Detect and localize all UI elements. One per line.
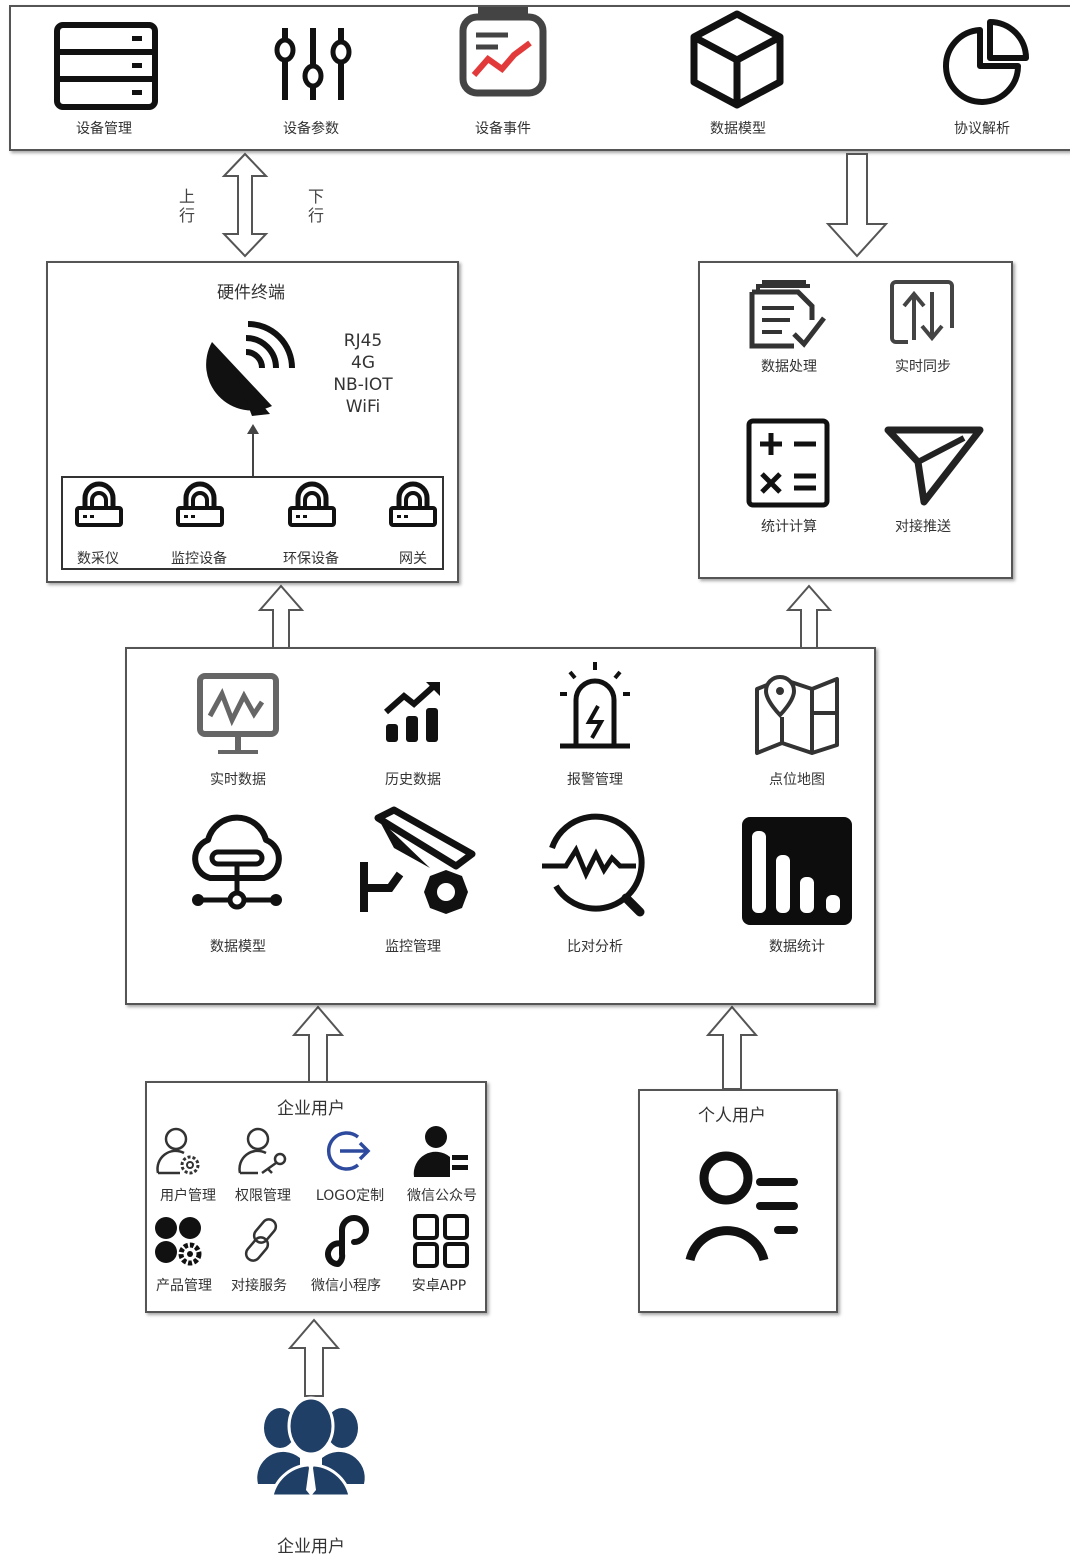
sync-arrows-icon bbox=[890, 280, 954, 344]
mini-program-icon bbox=[325, 1215, 369, 1267]
enterprise-label: LOGO定制 bbox=[315, 1188, 385, 1204]
magnifier-wave-icon bbox=[542, 813, 645, 917]
service-label: 数据处理 bbox=[761, 359, 817, 375]
arrow-down bbox=[825, 153, 889, 258]
personal-title: 个人用户 bbox=[698, 1106, 766, 1126]
camera-gear-icon bbox=[360, 806, 476, 914]
router-icon bbox=[74, 482, 124, 528]
bar-stats-icon bbox=[742, 817, 852, 925]
bottom-user-label: 企业用户 bbox=[277, 1537, 345, 1557]
app-grid-icon bbox=[413, 1214, 469, 1268]
user-key-icon bbox=[238, 1127, 287, 1175]
monitor-wave-icon bbox=[197, 673, 279, 754]
calculator-icon bbox=[746, 418, 830, 508]
enterprise-label: 微信小程序 bbox=[311, 1278, 381, 1294]
cloud-network-icon bbox=[192, 814, 282, 910]
arrow-up bbox=[785, 584, 833, 649]
server-icon bbox=[54, 22, 158, 110]
enterprise-title: 企业用户 bbox=[277, 1099, 345, 1119]
arrow-up bbox=[287, 1318, 341, 1397]
hardware-title: 硬件终端 bbox=[217, 283, 285, 303]
alarm-light-icon bbox=[560, 662, 630, 749]
protocol-item: WiFi bbox=[345, 397, 381, 417]
device-label: 数采仪 bbox=[77, 551, 119, 567]
sliders-icon bbox=[274, 28, 352, 100]
platform-label-device-events: 设备事件 bbox=[475, 121, 531, 137]
platform-label-device-params: 设备参数 bbox=[283, 121, 339, 137]
user-list-icon bbox=[413, 1126, 468, 1177]
map-pin-icon bbox=[755, 674, 839, 755]
device-label: 网关 bbox=[399, 551, 427, 567]
enterprise-label: 对接服务 bbox=[231, 1278, 287, 1294]
app-label: 监控管理 bbox=[385, 939, 441, 955]
arrow-up bbox=[291, 1005, 345, 1084]
event-chart-icon bbox=[459, 7, 547, 97]
arrow-up bbox=[705, 1005, 759, 1090]
service-label: 对接推送 bbox=[895, 519, 951, 535]
satellite-dish-icon bbox=[206, 321, 295, 416]
downlink-text: 下 行 bbox=[307, 187, 324, 225]
protocol-list: RJ45 4G NB-IOT WiFi bbox=[333, 330, 393, 418]
arrow-up bbox=[257, 584, 305, 649]
app-label: 数据模型 bbox=[210, 939, 266, 955]
enterprise-label: 用户管理 bbox=[160, 1188, 216, 1204]
enterprise-label: 权限管理 bbox=[235, 1188, 291, 1204]
user-gear-icon bbox=[156, 1127, 200, 1175]
app-label: 历史数据 bbox=[385, 772, 441, 788]
router-icon bbox=[287, 482, 337, 528]
app-label: 数据统计 bbox=[769, 939, 825, 955]
app-label: 点位地图 bbox=[769, 772, 825, 788]
grid-gear-icon bbox=[155, 1217, 202, 1266]
enterprise-label: 产品管理 bbox=[156, 1278, 212, 1294]
double-arrow bbox=[221, 152, 269, 258]
chain-link-icon bbox=[244, 1218, 278, 1262]
pie-chart-icon bbox=[943, 19, 1029, 105]
connector-arrow bbox=[247, 424, 259, 478]
protocol-item: RJ45 bbox=[343, 331, 383, 351]
document-check-icon bbox=[749, 280, 826, 349]
device-group bbox=[61, 476, 444, 570]
app-label: 比对分析 bbox=[567, 939, 623, 955]
protocol-item: NB-IOT bbox=[333, 375, 393, 395]
person-card-icon bbox=[685, 1151, 798, 1262]
uplink-text: 上 行 bbox=[178, 187, 195, 225]
device-label: 环保设备 bbox=[283, 551, 339, 567]
service-label: 统计计算 bbox=[761, 519, 817, 535]
app-label: 实时数据 bbox=[210, 772, 266, 788]
user-group-icon bbox=[257, 1396, 365, 1498]
service-label: 实时同步 bbox=[895, 359, 951, 375]
send-icon bbox=[884, 426, 984, 506]
trend-bars-icon bbox=[384, 682, 440, 742]
router-icon bbox=[175, 482, 225, 528]
enterprise-box bbox=[145, 1081, 487, 1313]
router-icon bbox=[388, 482, 438, 528]
device-label: 监控设备 bbox=[171, 551, 227, 567]
app-label: 报警管理 bbox=[567, 772, 623, 788]
hardware-box bbox=[46, 261, 459, 583]
logout-circle-icon bbox=[327, 1131, 371, 1171]
enterprise-label: 微信公众号 bbox=[407, 1188, 477, 1204]
cube-icon bbox=[690, 10, 784, 109]
protocol-item: 4G bbox=[351, 353, 375, 373]
platform-label-data-model: 数据模型 bbox=[710, 121, 766, 137]
platform-label-protocol: 协议解析 bbox=[954, 121, 1010, 137]
platform-label-device-mgmt: 设备管理 bbox=[76, 121, 132, 137]
enterprise-label: 安卓APP bbox=[411, 1278, 467, 1294]
